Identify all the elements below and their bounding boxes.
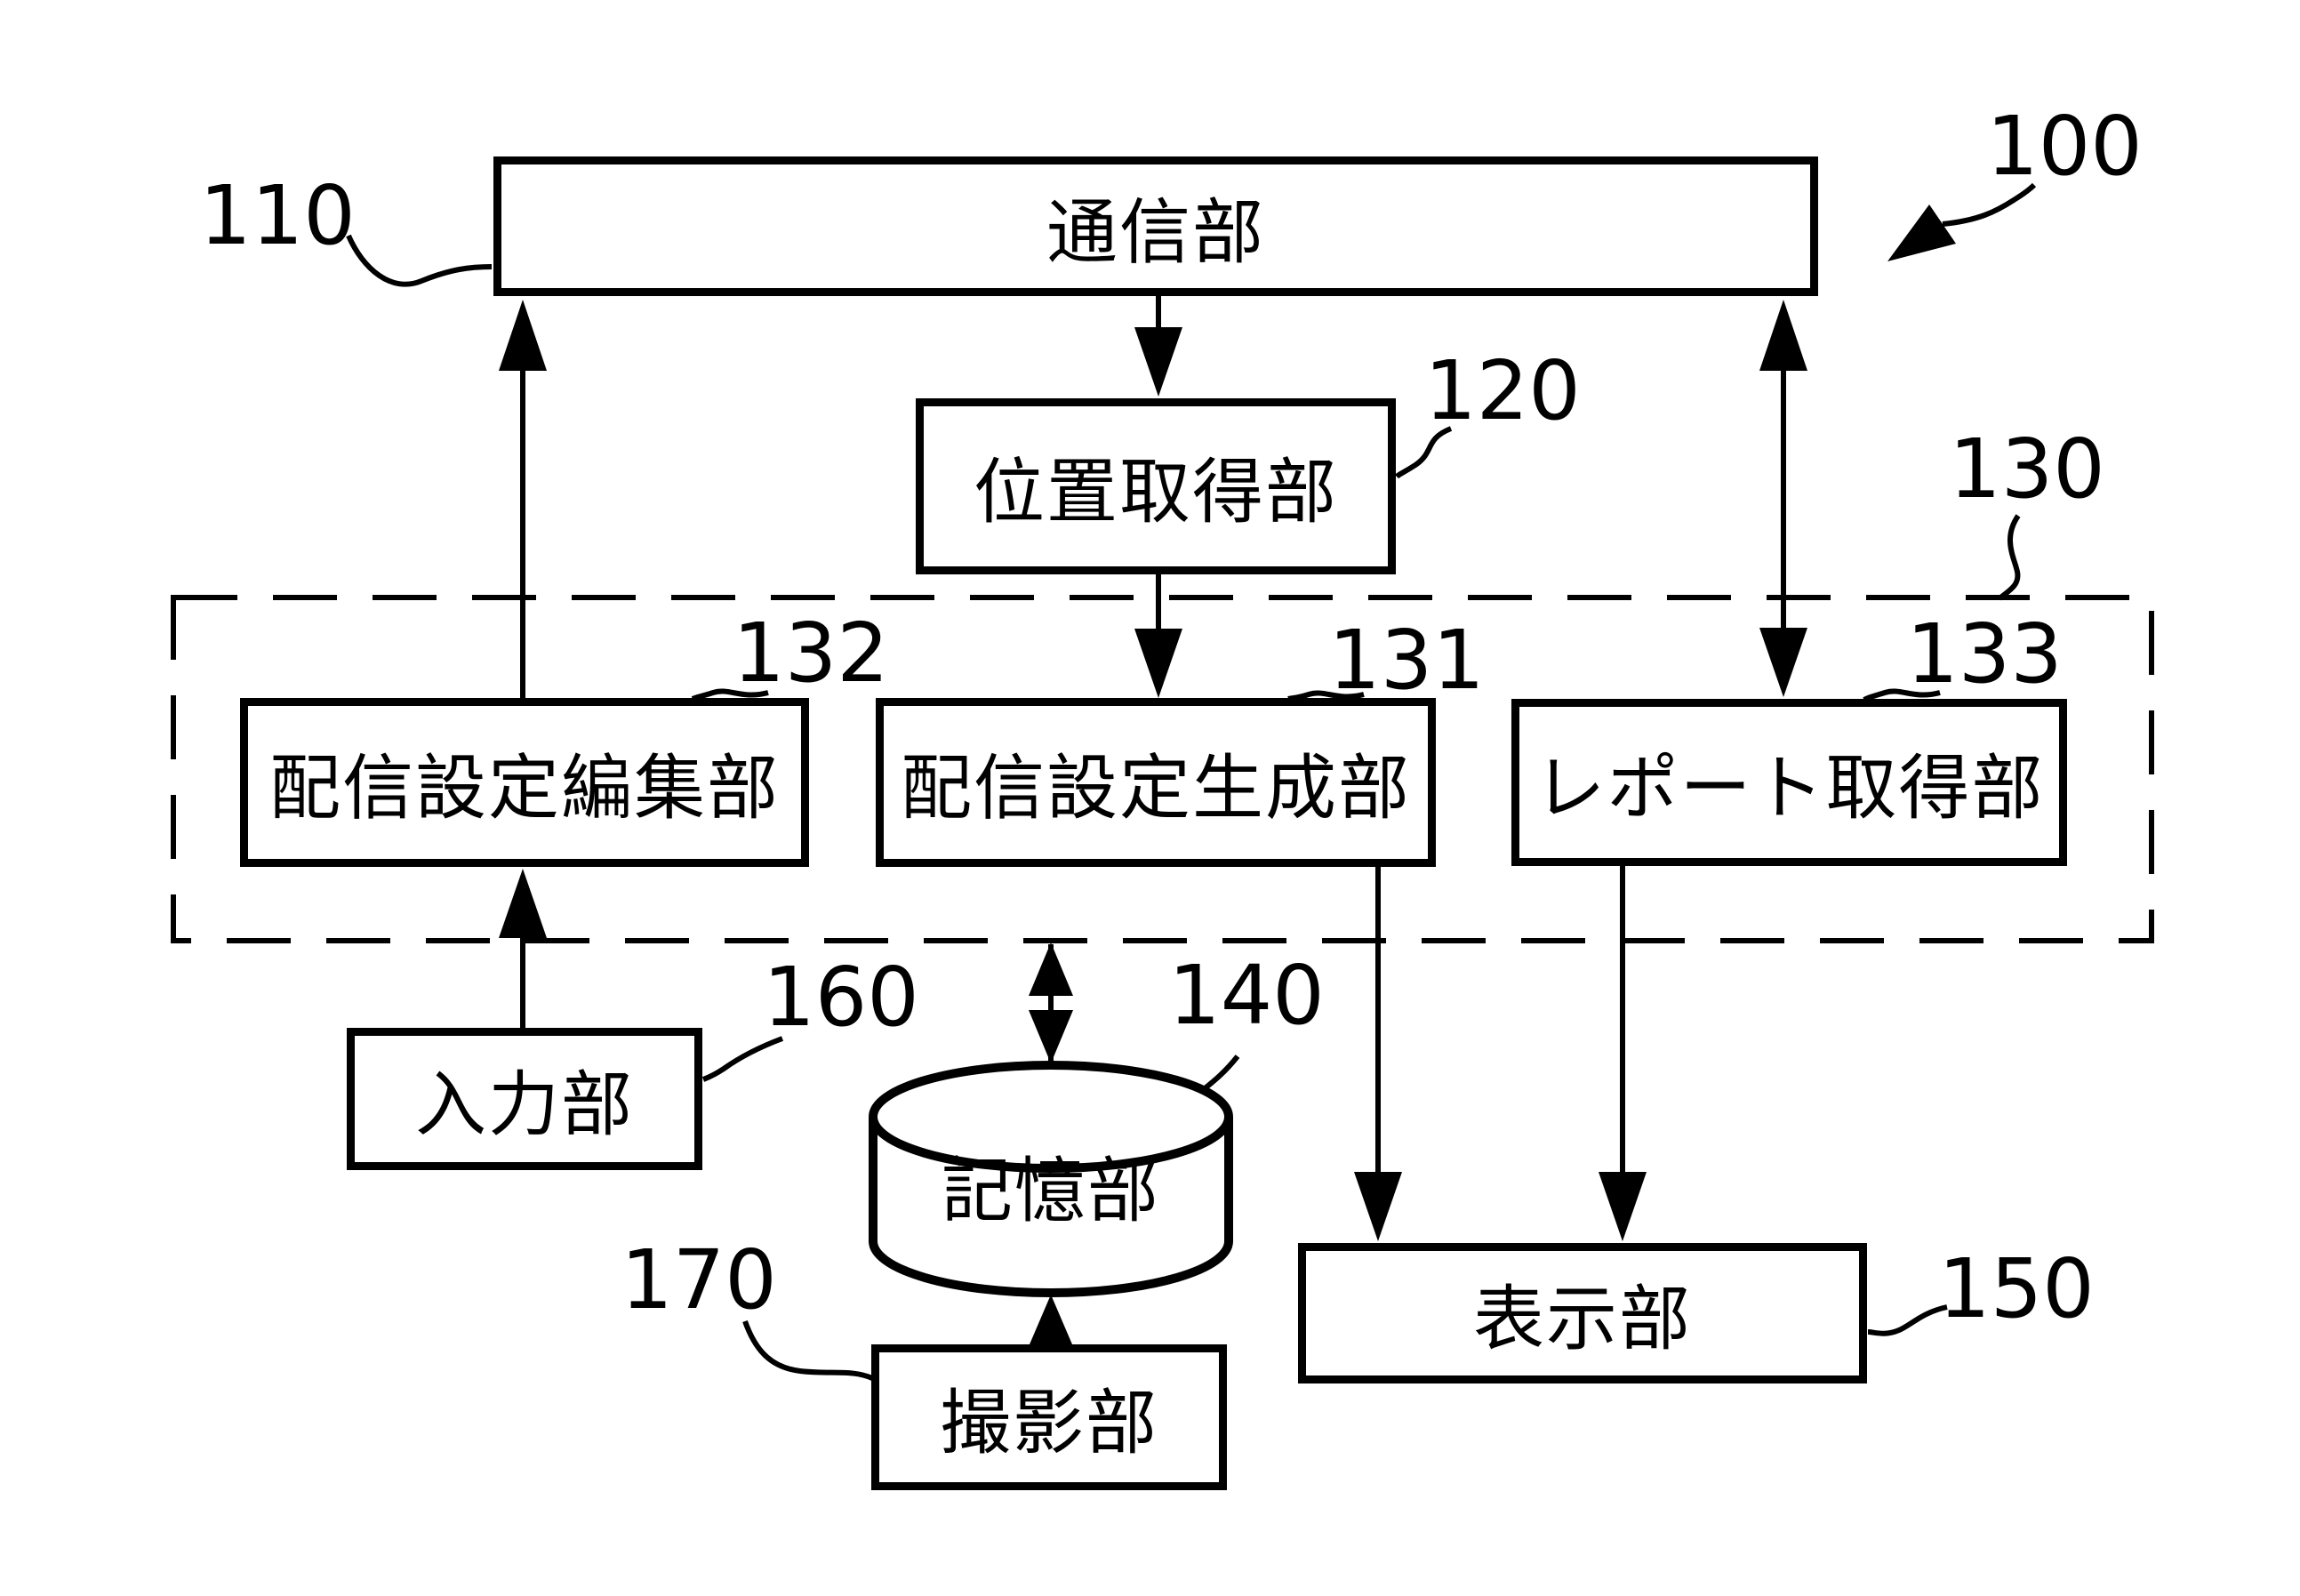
edit-label: 配信設定編集部 — [269, 747, 780, 830]
leader-110 — [346, 234, 493, 287]
ref-170: 170 — [621, 1232, 777, 1327]
storage-cylinder-top — [869, 1061, 1233, 1173]
control-group-dashed-border — [171, 595, 2154, 943]
comm-label: 通信部 — [1046, 190, 1265, 274]
ref-140: 140 — [1168, 948, 1325, 1043]
leader-100 — [1942, 182, 2037, 227]
report-label: レポート取得部 — [1534, 747, 2045, 830]
arrowhead-up-into-comm-left — [499, 300, 547, 371]
input-box: 入力部 — [347, 1028, 702, 1170]
ref-160: 160 — [763, 950, 919, 1045]
camera-label: 撮影部 — [940, 1382, 1158, 1464]
arrowhead-down-into-gen — [1134, 629, 1182, 698]
leader-132 — [691, 688, 769, 702]
ref-132: 132 — [733, 606, 889, 701]
leader-160 — [701, 1036, 784, 1082]
position-label: 位置取得部 — [974, 451, 1338, 533]
arrowhead-up-into-comm-right — [1759, 300, 1807, 371]
arrowhead-system-100-pointer — [1887, 205, 1956, 261]
leader-133 — [1863, 688, 1941, 702]
report-box: レポート取得部 — [1511, 699, 2067, 866]
ref-133: 133 — [1906, 606, 2063, 702]
ref-120: 120 — [1424, 343, 1581, 438]
leader-120 — [1394, 426, 1453, 479]
ref-110: 110 — [199, 168, 356, 263]
arrowhead-up-into-edit — [499, 869, 547, 938]
edit-box: 配信設定編集部 — [240, 698, 809, 867]
ref-131: 131 — [1328, 613, 1485, 708]
arrowhead-down-into-display-left — [1354, 1172, 1402, 1241]
arrowhead-down-into-position — [1134, 327, 1182, 397]
arrowhead-down-into-storage — [1029, 1010, 1073, 1063]
gen-label: 配信設定生成部 — [901, 747, 1411, 830]
arrowhead-up-into-storage-bottom — [1030, 1295, 1072, 1344]
ref-130: 130 — [1949, 421, 2105, 517]
comm-box: 通信部 — [493, 156, 1818, 296]
storage-label: 記憶部 — [942, 1150, 1160, 1232]
display-label: 表示部 — [1473, 1278, 1692, 1360]
position-box: 位置取得部 — [916, 398, 1396, 574]
camera-box: 撮影部 — [871, 1344, 1227, 1490]
leader-150 — [1867, 1304, 1948, 1336]
arrowhead-down-into-display-right — [1599, 1172, 1647, 1241]
arrowhead-up-into-group — [1029, 942, 1073, 996]
ref-100: 100 — [1986, 99, 2143, 194]
arrowhead-down-into-report — [1759, 628, 1807, 697]
display-box: 表示部 — [1298, 1243, 1867, 1383]
leader-130 — [1998, 514, 2021, 601]
leader-170 — [742, 1320, 874, 1381]
gen-box: 配信設定生成部 — [876, 698, 1436, 867]
input-label: 入力部 — [415, 1063, 634, 1146]
ref-150: 150 — [1938, 1241, 2095, 1336]
